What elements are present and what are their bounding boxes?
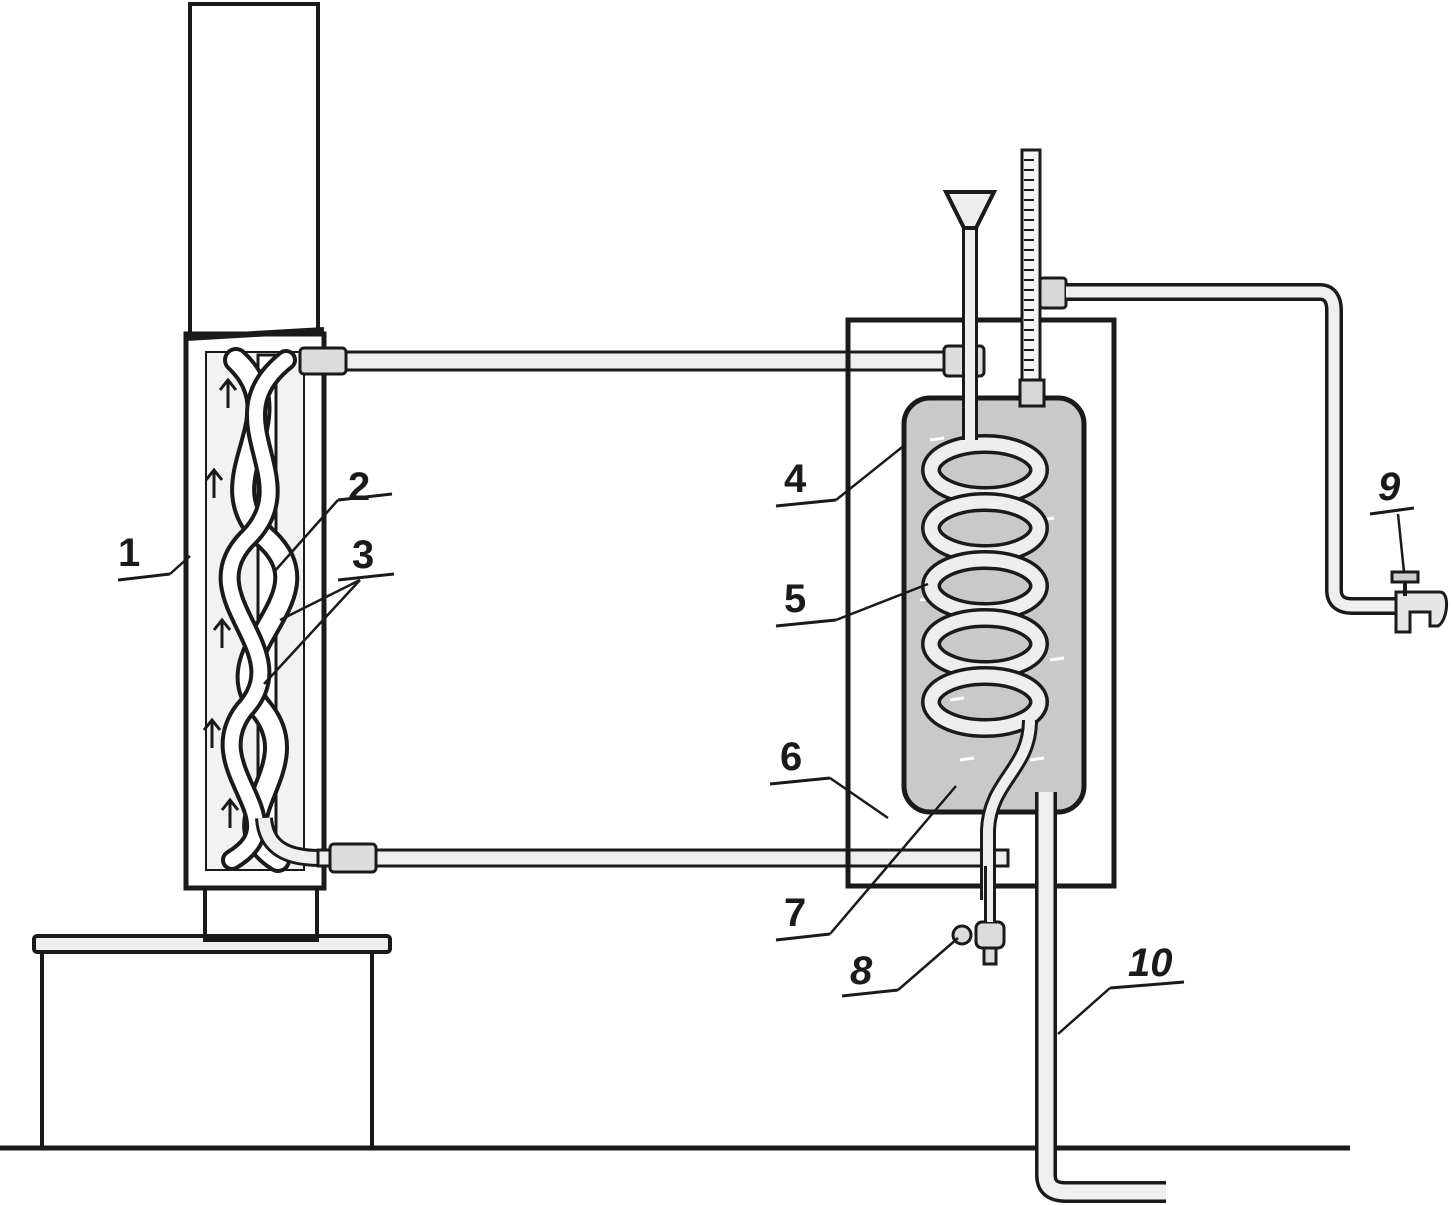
upper-hot-pipe (298, 350, 982, 372)
leader-line-2 (273, 499, 339, 573)
storage-tank (845, 148, 1117, 889)
leader-line-4 (835, 443, 907, 501)
water-highlight-7 (959, 756, 975, 762)
label-4: 4 (784, 457, 807, 501)
faucet-handle (1390, 570, 1420, 584)
lower-elbow (258, 817, 321, 864)
drain-valve-spout (982, 946, 998, 966)
heating-coil (921, 190, 1049, 900)
leader-line-3 (279, 578, 361, 622)
hot-line (1066, 286, 1400, 612)
label-underline-1 (117, 572, 171, 582)
flame-arrow-4 (202, 717, 222, 748)
cold-water-supply (1035, 792, 1166, 1203)
connecting-pipes (255, 344, 1010, 874)
flame-arrow-2 (204, 467, 224, 498)
label-underline-10 (1109, 980, 1185, 990)
stove (32, 934, 392, 1150)
label-2: 2 (348, 465, 370, 509)
drain-valve (951, 866, 1006, 966)
thermometer-tube (1020, 148, 1042, 402)
label-underline-3 (337, 572, 395, 582)
hot-water-line (1038, 276, 1448, 634)
leader-line-6 (829, 776, 889, 820)
water-highlight-4 (1049, 656, 1065, 662)
label-underline-4 (775, 498, 837, 508)
filling-funnel (942, 190, 998, 230)
lower-coupling (328, 842, 378, 874)
thermometer-fitting (1018, 378, 1046, 408)
label-underline-5 (775, 618, 837, 628)
upper-coupling-left (298, 346, 348, 376)
label-underline-9 (1369, 506, 1415, 516)
coil-turn-5 (924, 669, 1046, 735)
label-underline-2 (337, 492, 393, 502)
label-3: 3 (352, 533, 374, 577)
label-underline-7 (775, 932, 831, 942)
flame-arrow-5 (220, 797, 240, 828)
water-highlight-1 (929, 436, 945, 442)
label-underline-6 (769, 776, 831, 786)
leader-line-10 (1057, 987, 1111, 1035)
drain-valve-body (974, 920, 1006, 950)
label-underline-8 (841, 988, 899, 998)
water-highlight-6 (1029, 756, 1045, 762)
label-6: 6 (780, 735, 802, 779)
jacket-top-seam (185, 327, 325, 341)
spiral-strip-b (222, 353, 293, 867)
leader-line-9 (1396, 513, 1406, 573)
label-8: 8 (850, 949, 873, 993)
chimney-upper-pipe (188, 2, 320, 342)
flame-arrow-1 (218, 377, 238, 408)
supply-pipe (1038, 792, 1166, 1200)
water-highlight-3 (949, 696, 965, 702)
leader-line-8 (897, 937, 959, 991)
label-9: 9 (1378, 465, 1401, 509)
leader-line-7 (829, 785, 957, 935)
chimney-lower-pipe (203, 886, 319, 942)
leader-line-1 (169, 555, 191, 575)
lower-cold-pipe (316, 848, 1010, 868)
coil-outlet (983, 719, 1035, 900)
heat-exchanger-jacket (183, 327, 327, 891)
flame-arrow-3 (212, 617, 232, 648)
leader-line-5 (835, 582, 929, 622)
callout-labels: 1 2 3 4 5 6 78 9 10 (117, 443, 1415, 1035)
label-7: 7 (784, 891, 806, 935)
leader-line-3b (263, 579, 361, 685)
faucet-body (1394, 590, 1448, 634)
stove-body (40, 950, 374, 1150)
outlet-coupling (1038, 276, 1068, 310)
label-1: 1 (118, 531, 140, 575)
label-10: 10 (1128, 941, 1173, 985)
label-5: 5 (784, 577, 806, 621)
